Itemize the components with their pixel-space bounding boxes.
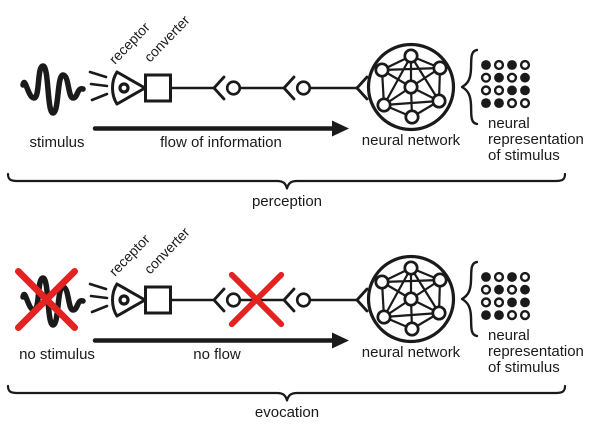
active-neuron-dot	[494, 310, 504, 320]
representation-label: neural	[488, 115, 530, 132]
inactive-neuron-dot	[493, 271, 505, 283]
phase-label: evocation	[255, 404, 319, 421]
inactive-neuron-dot	[480, 72, 492, 83]
inactive-neuron-dot	[493, 59, 505, 71]
converter-label: converter	[141, 224, 193, 277]
inactive-neuron-dot	[506, 309, 518, 321]
inactive-neuron-dot	[480, 297, 492, 308]
active-neuron-dot	[494, 72, 504, 83]
inactive-neuron-dot	[519, 97, 531, 109]
representation-label: representation	[488, 131, 584, 148]
active-neuron-dot	[481, 310, 491, 320]
perception-dot-grid	[480, 59, 531, 109]
active-neuron-dot	[494, 284, 504, 295]
active-neuron-dot	[507, 272, 517, 282]
inactive-neuron-dot	[480, 85, 492, 96]
active-neuron-dot	[481, 98, 491, 108]
active-neuron-dot	[520, 85, 530, 96]
inactive-neuron-dot	[519, 309, 531, 321]
inactive-neuron-dot	[519, 271, 531, 283]
active-neuron-dot	[520, 72, 530, 83]
inactive-neuron-dot	[506, 284, 518, 295]
evocation-diagram: no stimulus receptor converter no flow n…	[8, 224, 584, 421]
evocation-dot-grid	[480, 271, 531, 321]
active-neuron-dot	[520, 284, 530, 295]
perception-diagram: stimulus receptor converter flow of info…	[8, 12, 584, 210]
active-neuron-dot	[507, 85, 517, 96]
inactive-neuron-dot	[506, 72, 518, 83]
network-label: neural network	[362, 132, 461, 149]
stimulus-label: stimulus	[29, 134, 84, 151]
inactive-neuron-dot	[519, 59, 531, 71]
active-neuron-dot	[520, 297, 530, 308]
network-label: neural network	[362, 344, 461, 361]
inactive-neuron-dot	[493, 85, 505, 96]
representation-label: neural	[488, 327, 530, 344]
representation-label: of stimulus	[488, 147, 560, 164]
stimulus-label: no stimulus	[19, 346, 95, 363]
active-neuron-dot	[481, 60, 491, 70]
active-neuron-dot	[481, 272, 491, 282]
active-neuron-dot	[494, 98, 504, 108]
inactive-neuron-dot	[493, 297, 505, 308]
flow-label: no flow	[193, 346, 241, 363]
converter-label: converter	[141, 12, 193, 65]
inactive-neuron-dot	[506, 97, 518, 109]
active-neuron-dot	[507, 60, 517, 70]
representation-label: of stimulus	[488, 359, 560, 376]
inactive-neuron-dot	[480, 284, 492, 295]
representation-label: representation	[488, 343, 584, 360]
flow-label: flow of information	[160, 134, 282, 151]
active-neuron-dot	[507, 297, 517, 308]
phase-label: perception	[252, 193, 322, 210]
